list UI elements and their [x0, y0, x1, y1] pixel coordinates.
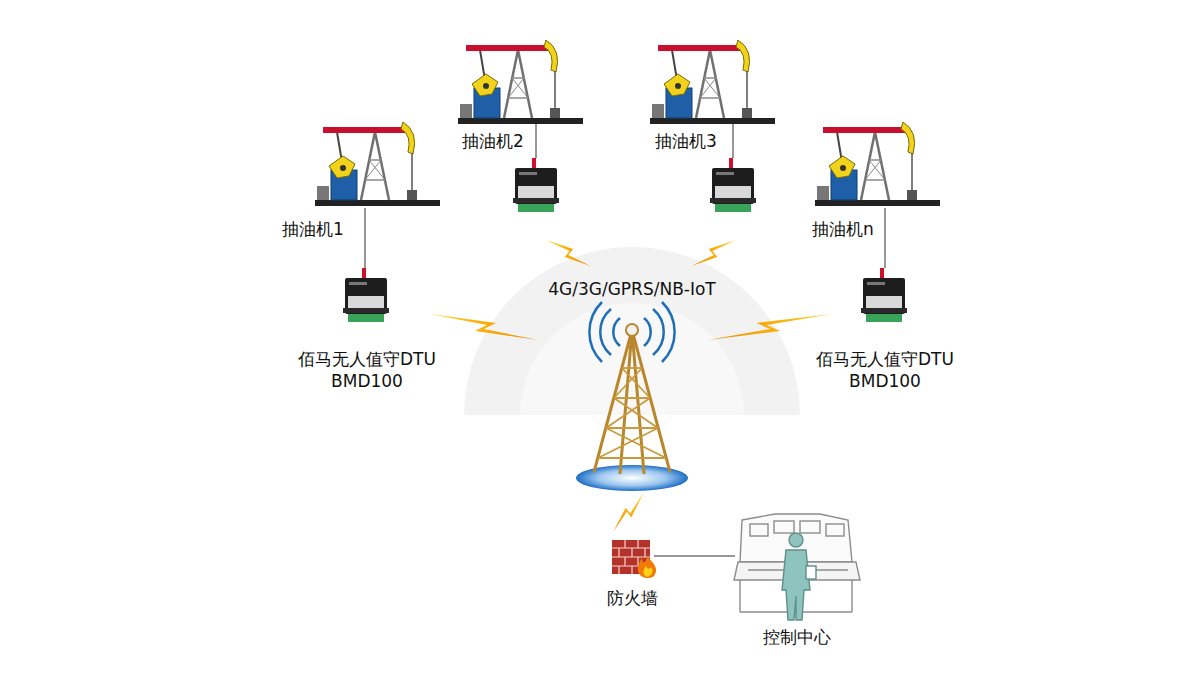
- pumpjack: 抽油机3: [650, 38, 775, 126]
- firewall: 防火墙: [610, 538, 654, 580]
- node-label: 抽油机2: [462, 130, 552, 152]
- dtu-device: 佰马无人值守DTU BMD100: [861, 268, 909, 324]
- dtu-devices: [343, 124, 907, 322]
- tower: [576, 302, 688, 491]
- pumpjack: 抽油机n: [815, 120, 940, 208]
- node-label: 佰马无人值守DTU BMD100: [292, 348, 442, 392]
- node-label: 抽油机3: [655, 130, 745, 152]
- node-label: 控制中心: [747, 626, 847, 648]
- node-label: 抽油机n: [812, 218, 902, 240]
- dtu-device: 佰马无人值守DTU BMD100: [343, 268, 391, 324]
- lightning-bolts: [430, 240, 832, 536]
- node-label: 佰马无人值守DTU BMD100: [810, 348, 960, 392]
- base-station-tower: 4G/3G/GPRS/NB-IoT: [580, 302, 684, 492]
- control-center: 控制中心: [735, 510, 860, 622]
- pumpjack: 抽油机1: [315, 120, 440, 208]
- firewall-icon: [612, 540, 656, 578]
- pumpjack: 抽油机2: [458, 38, 583, 126]
- connector-line: [654, 556, 735, 557]
- connector-line: [885, 208, 886, 268]
- node-label: 抽油机1: [282, 218, 372, 240]
- background-arc: [464, 247, 800, 415]
- connector-line: [365, 208, 366, 268]
- node-label: 4G/3G/GPRS/NB-IoT: [522, 278, 742, 300]
- control-center-illustration: [734, 514, 860, 620]
- node-label: 防火墙: [592, 587, 672, 609]
- pumpjacks: [315, 40, 940, 206]
